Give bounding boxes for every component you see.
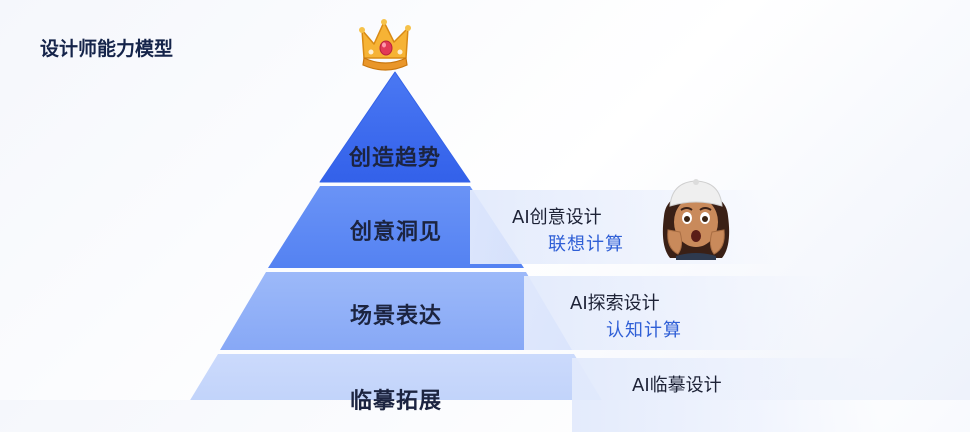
tier-2-label: 创意洞见 bbox=[349, 220, 443, 245]
pyramid-tier-2 bbox=[268, 186, 524, 268]
pyramid-tier-3 bbox=[220, 272, 572, 350]
surprised-person-icon bbox=[662, 179, 730, 260]
pyramid-tier-1 bbox=[319, 71, 471, 183]
tier-3-sub-text: 认知计算 bbox=[606, 320, 682, 341]
tier-2-ai-text: AI创意设计 bbox=[512, 207, 602, 228]
pyramid-diagram bbox=[190, 71, 602, 400]
tier-4-band bbox=[572, 358, 882, 432]
tier-3-label: 场景表达 bbox=[349, 304, 443, 329]
tier-3-band bbox=[524, 276, 824, 350]
tier-4-label: 临摹拓展 bbox=[349, 389, 443, 414]
pyramid-tier-4 bbox=[190, 354, 602, 400]
page-title: 设计师能力模型 bbox=[40, 38, 174, 60]
tier-2-sub-text: 联想计算 bbox=[548, 234, 624, 255]
tier-3-ai-text: AI探索设计 bbox=[570, 293, 660, 314]
tier-4-ai-text: AI临摹设计 bbox=[632, 375, 722, 396]
crown-icon bbox=[359, 19, 411, 71]
tier-1-label: 创造趋势 bbox=[348, 146, 442, 171]
